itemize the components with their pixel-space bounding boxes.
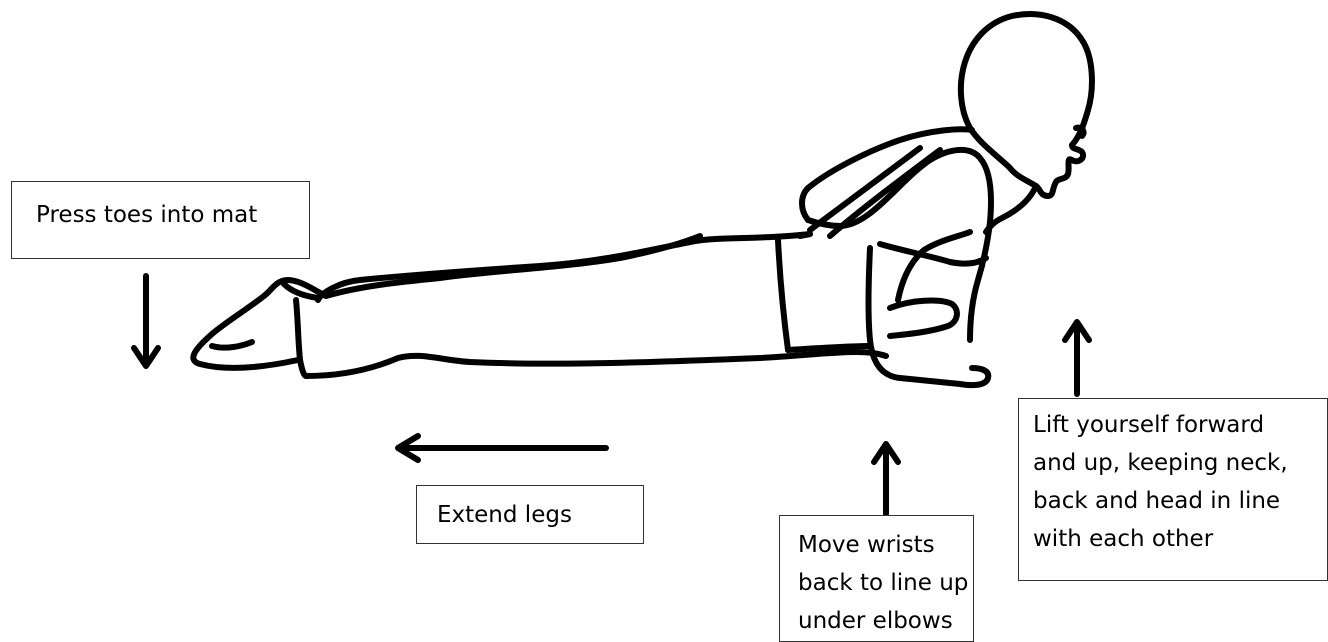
lift-forward-callout: Lift yourself forward and up, keeping ne…: [1018, 398, 1328, 581]
lift-forward-text: Lift yourself forward and up, keeping ne…: [1033, 406, 1327, 558]
extend-legs-callout: Extend legs: [416, 485, 644, 544]
thigh-line: [296, 300, 306, 376]
extend-legs-text: Extend legs: [437, 496, 643, 534]
arrow-left-legs: [398, 436, 606, 460]
toe-line: [212, 342, 252, 348]
legs-bottom: [306, 352, 886, 376]
move-wrists-callout: Move wrists back to line up under elbows: [779, 515, 974, 642]
arrow-down-toes: [134, 276, 158, 366]
arrow-up-lift: [1065, 322, 1089, 394]
move-wrists-text: Move wrists back to line up under elbows: [798, 526, 973, 640]
arrow-up-wrists: [874, 444, 898, 514]
forearm-back: [890, 301, 957, 336]
waist-front: [778, 240, 788, 350]
head-outline: [961, 14, 1092, 196]
press-toes-text: Press toes into mat: [36, 196, 309, 234]
press-toes-callout: Press toes into mat: [11, 181, 310, 259]
